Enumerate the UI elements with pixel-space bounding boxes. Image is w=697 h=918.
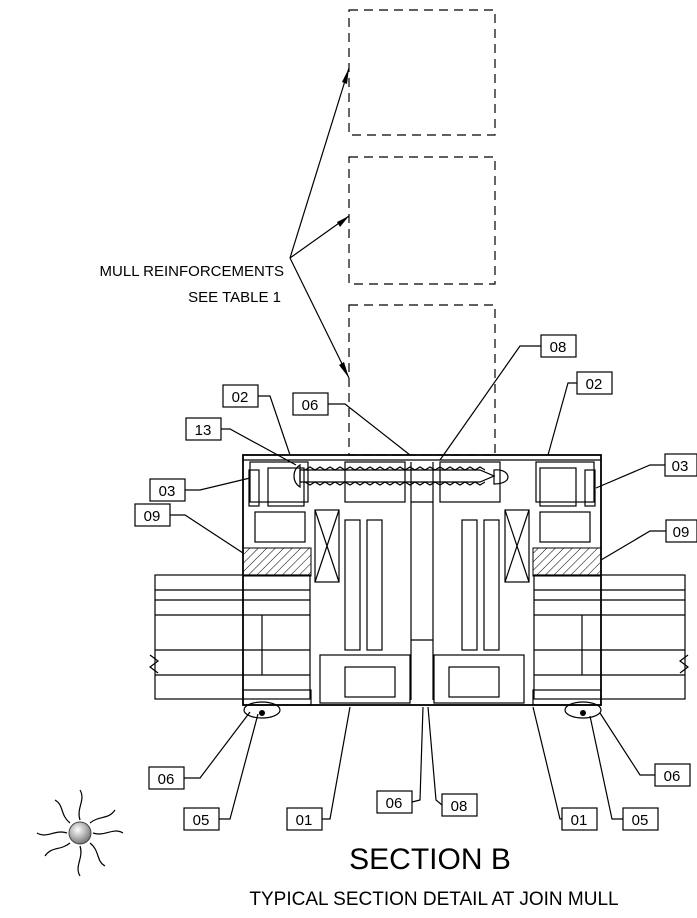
tag-01-right: 01 [571,812,588,829]
tag-02-right: 02 [586,376,603,393]
tag-06-top-box [292,392,329,416]
tag-09-left-box [134,503,171,527]
section-title: SECTION B [349,843,511,876]
tag-13-box [185,417,222,441]
tag-06-top: 06 [302,397,319,414]
section-subtitle: TYPICAL SECTION DETAIL AT JOIN MULL [249,889,618,910]
tag-06-left: 06 [158,771,175,788]
tag-05-left: 05 [193,812,210,829]
tag-01-right-box [561,807,598,831]
tag-01-left: 01 [296,812,313,829]
tag-06-left-box [148,766,185,790]
glazing-units [149,574,689,700]
tag-02-left-box [222,384,259,408]
tag-08-top-box [540,334,577,358]
tag-13: 13 [195,422,212,439]
tag-05-left-box [183,807,220,831]
tag-05-right: 05 [632,812,649,829]
tag-02-right-box [576,371,613,395]
tag-08-bottom: 08 [451,798,468,815]
tag-03-left-box [149,478,186,502]
tag-03-right-box [664,453,697,477]
tag-boxes: 02 06 08 02 13 03 03 09 09 06 05 01 06 0… [134,334,697,831]
gaskets [243,701,602,719]
note-leaders [289,67,350,379]
tag-06-right-box [654,763,691,787]
note-line-2: SEE TABLE 1 [188,289,281,306]
tag-06-bottom: 06 [386,795,403,812]
screw [293,463,509,489]
hatched-spacers [242,547,602,577]
tag-leaders [170,345,666,820]
tag-05-right-box [622,807,659,831]
tag-06-bottom-box [376,790,413,814]
tag-09-right-box [665,519,697,543]
tag-01-left-box [286,807,323,831]
tag-03-right: 03 [672,458,689,475]
frame-profile [242,454,602,706]
tag-09-left: 09 [144,508,161,525]
tag-03-left: 03 [159,483,176,500]
mull-reinforcement-outlines [348,9,496,456]
tag-08-bottom-box [441,793,478,817]
tag-06-right: 06 [664,768,681,785]
sun-logo-icon [36,789,124,877]
tag-09-right: 09 [673,524,690,541]
tag-08-top: 08 [550,339,567,356]
tag-02-left: 02 [232,389,249,406]
note-line-1: MULL REINFORCEMENTS [100,263,284,280]
